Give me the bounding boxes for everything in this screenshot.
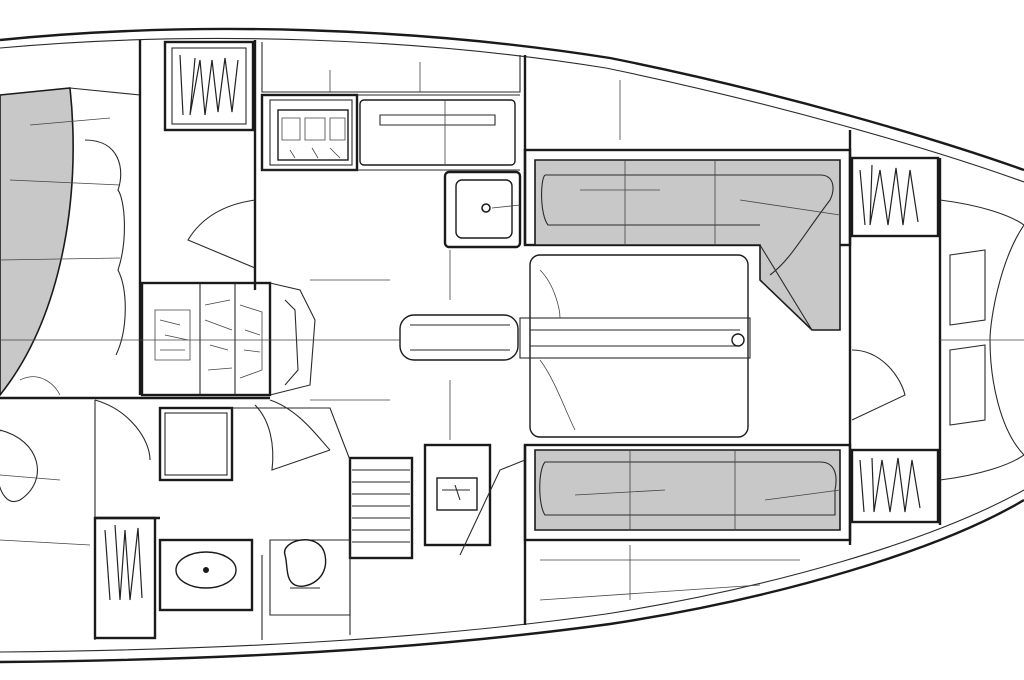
settee-cushion-top <box>534 159 841 331</box>
aft-cabin-top <box>0 87 141 397</box>
engine-compartment <box>140 281 316 397</box>
head-compartment <box>95 399 351 616</box>
saloon-settee-top <box>523 148 852 331</box>
forward-locker-top <box>850 156 940 238</box>
reference-lines <box>0 42 800 640</box>
nav-station <box>423 443 526 556</box>
hull-outline <box>0 27 1024 664</box>
galley-counter <box>359 99 516 166</box>
table-leaf <box>399 314 519 361</box>
aft-berth-top <box>0 87 74 397</box>
saloon-settee-bottom <box>523 443 852 542</box>
settee-cushion-bottom <box>534 449 841 531</box>
stove <box>277 109 349 161</box>
aft-cabin-bottom <box>0 399 151 640</box>
saloon-table <box>399 254 751 438</box>
galley <box>260 93 520 172</box>
aft-locker-top <box>163 40 255 132</box>
aft-locker-bottom <box>93 516 157 640</box>
toilet <box>284 539 327 587</box>
companionway-steps <box>348 456 414 560</box>
forward-locker-bottom <box>850 448 940 524</box>
forward-v-berth <box>939 199 1024 481</box>
door-swings <box>187 199 906 471</box>
galley-sink <box>443 170 522 249</box>
